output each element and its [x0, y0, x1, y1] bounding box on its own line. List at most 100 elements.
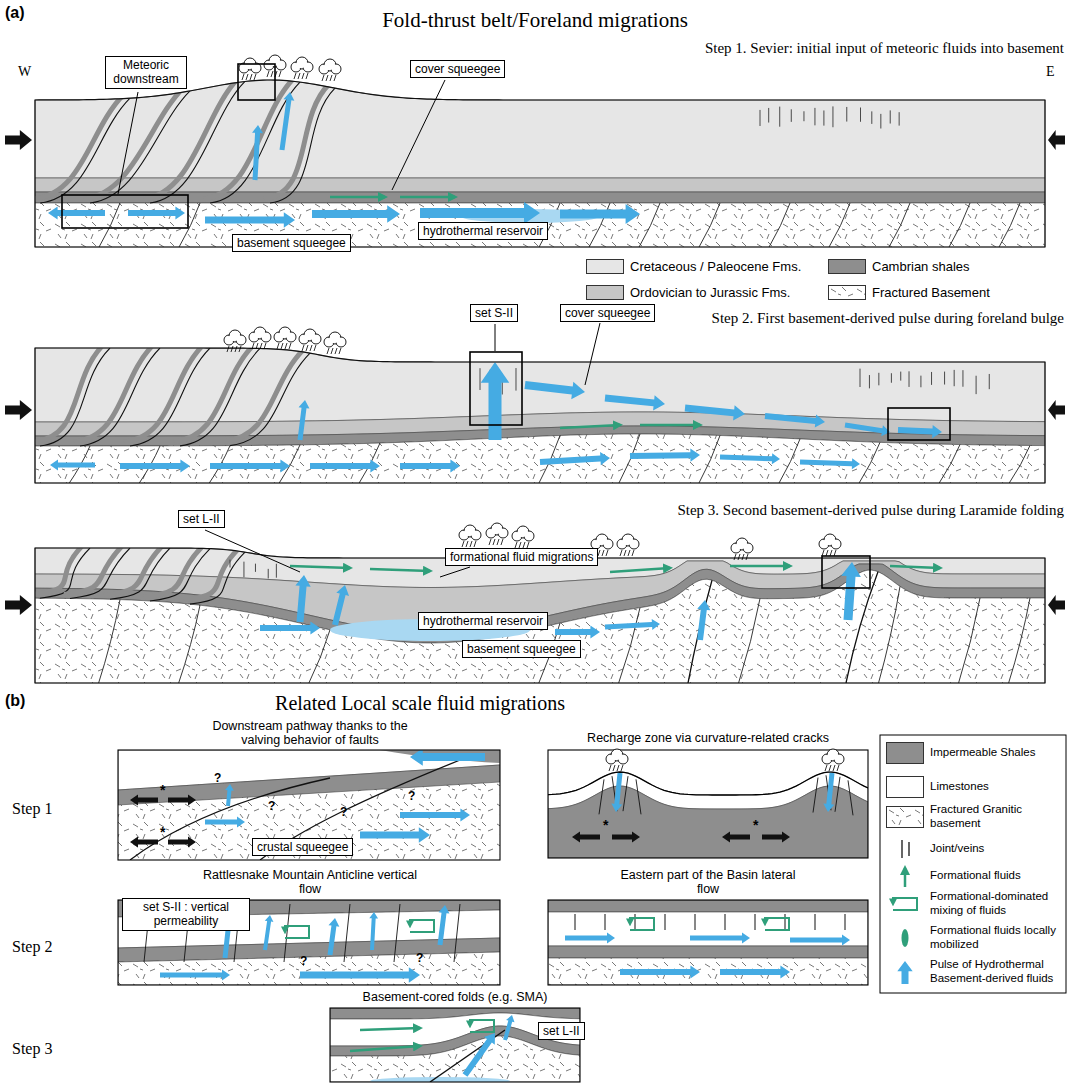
flow-arrow	[205, 817, 245, 828]
flow-arrow	[420, 202, 540, 224]
formational-arrow	[350, 1046, 420, 1051]
joint	[989, 374, 990, 389]
flow-arrow	[463, 1033, 495, 1077]
rain	[281, 343, 283, 349]
rock-layer	[548, 958, 868, 985]
thrust-slice	[204, 78, 294, 199]
caption-label: Eastern part of the Basin lateral flow	[608, 868, 808, 897]
mark-symbol: *	[603, 817, 608, 833]
caption-label: Basement-cored folds (e.g. SMA)	[363, 990, 548, 1004]
rain	[834, 550, 836, 556]
panel-border	[330, 1008, 580, 1082]
flow-arrow	[722, 832, 750, 843]
rock-layer	[35, 192, 1045, 203]
label-box: cover squeegee	[410, 60, 505, 78]
joint	[268, 569, 269, 579]
flow-arrow	[605, 395, 665, 411]
mark-symbol: *	[160, 824, 165, 840]
legend-sample	[828, 285, 866, 300]
vein	[725, 914, 726, 930]
formational-arrow	[400, 196, 455, 199]
flow-arrow	[168, 795, 196, 806]
basement-fault	[178, 203, 200, 249]
section-outline	[35, 548, 1045, 683]
cross-section	[34, 344, 1045, 485]
panel-border	[118, 750, 500, 860]
flow-arrow	[312, 205, 400, 223]
basement-fault	[1008, 598, 1030, 685]
flow-arrow	[168, 837, 196, 848]
fracture	[394, 904, 400, 962]
joint	[823, 110, 824, 125]
legend-text: Cretaceous / Paleocene Fms.	[630, 259, 801, 275]
thrust-fault	[90, 91, 190, 203]
rock-layer	[548, 786, 868, 858]
leader-line	[440, 567, 470, 577]
thrust-slice	[34, 344, 104, 442]
cloud	[304, 63, 312, 71]
legend-text: Formational fluids locally mobilized	[930, 924, 1062, 952]
flow-arrow	[572, 832, 600, 843]
panel-border	[118, 900, 500, 985]
label-box: Meteoric downstream	[105, 56, 187, 89]
basement-fault	[958, 598, 980, 685]
cloud	[604, 540, 612, 548]
rain	[227, 346, 229, 352]
rain	[826, 550, 828, 556]
legend-text: Formational fluids	[930, 869, 1062, 883]
vein	[665, 914, 666, 930]
rain	[624, 550, 626, 556]
flow-arrow	[1048, 595, 1065, 615]
rain	[267, 71, 269, 77]
caption-label: W	[18, 64, 31, 80]
label-box: set S-II : vertical permeability	[122, 898, 250, 931]
art-g	[34, 344, 1030, 485]
mixing-loop	[765, 918, 789, 930]
basement-fault	[638, 203, 660, 249]
cloud	[835, 755, 843, 763]
rock-layer	[548, 912, 868, 946]
joint	[871, 111, 872, 124]
flow-arrow	[252, 125, 263, 180]
flow-arrow	[620, 965, 700, 978]
rain	[331, 348, 333, 354]
legend-sample	[887, 806, 924, 827]
legend-sample	[886, 838, 924, 860]
joint	[954, 370, 955, 386]
rock-layer	[35, 570, 1045, 683]
legend-text: Limestones	[930, 780, 1062, 794]
mixing-loop	[285, 926, 309, 938]
label-box: formational fluid migrations	[445, 548, 598, 566]
rain	[322, 75, 324, 81]
caption-label: Step 2	[12, 938, 52, 956]
rain	[246, 74, 248, 80]
thrust-slice	[264, 84, 329, 199]
joint	[869, 375, 870, 388]
formational-arrow	[890, 566, 940, 568]
flow-arrow	[50, 460, 95, 471]
vein	[755, 914, 756, 930]
legend-sample	[886, 806, 924, 828]
local-panel	[548, 900, 868, 985]
local-panel	[548, 772, 868, 858]
flow-arrow	[611, 773, 622, 812]
leader-line	[495, 324, 496, 351]
flow-arrow	[1048, 130, 1065, 150]
mark-symbol: ?	[268, 800, 275, 814]
formational-arrow	[610, 568, 670, 572]
joint	[860, 369, 861, 387]
rain	[742, 554, 744, 560]
rain	[306, 73, 308, 79]
legend-swatch	[586, 259, 624, 274]
label-box: basement squeegee	[462, 640, 581, 658]
caption-label: Fold-thrust belt/Foreland migrations	[382, 8, 688, 32]
cloud	[832, 540, 840, 548]
rain	[632, 550, 634, 556]
rain	[326, 75, 328, 81]
joint	[899, 112, 900, 125]
rain	[277, 343, 279, 349]
legend-item: Joint/veins	[886, 838, 1062, 860]
flow-arrow	[720, 965, 790, 978]
basement-fault	[858, 442, 880, 485]
rain	[235, 346, 237, 352]
